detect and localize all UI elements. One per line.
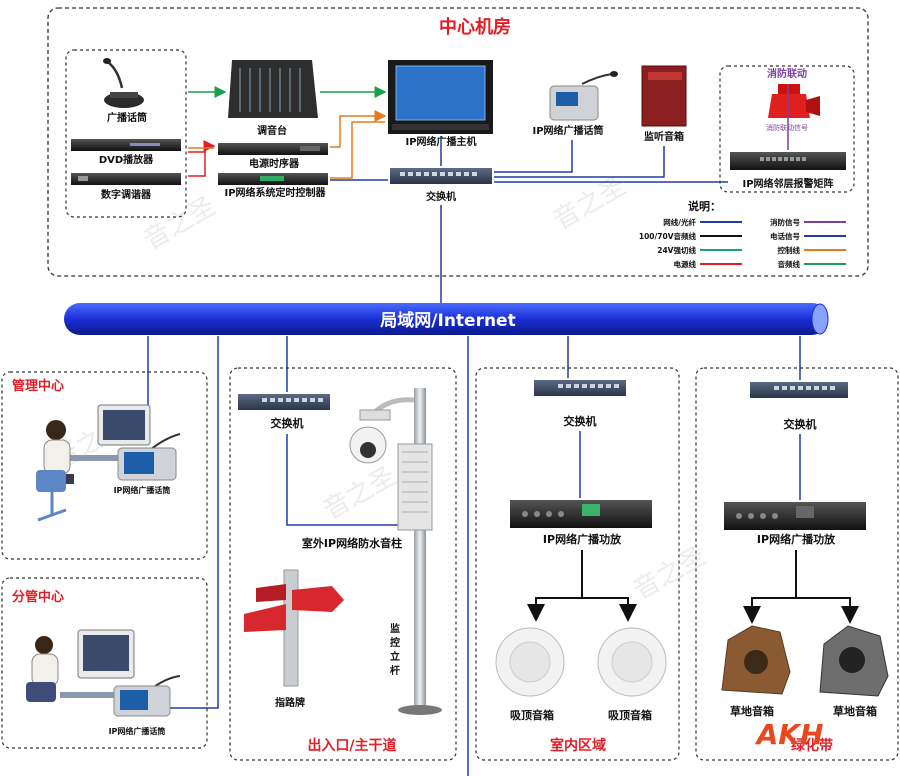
gooseneck-mic-icon	[103, 58, 144, 108]
pole-label: 监 控 立 杆	[390, 622, 400, 677]
brand-logo: AKH	[755, 718, 824, 751]
center-connections	[188, 84, 789, 306]
signpost-icon	[244, 569, 344, 687]
branch-zone	[1, 577, 208, 749]
green-amp-icon	[724, 502, 866, 530]
alarm-matrix-label: IP网络邻层报警矩阵	[742, 177, 833, 190]
svg-text:监: 监	[390, 622, 400, 635]
watermark-text: 音之圣	[629, 541, 712, 606]
indoor-switch-label: 交换机	[564, 414, 597, 428]
green-amp-label: IP网络广播功放	[757, 532, 836, 546]
ceiling-speaker-icon	[597, 627, 667, 697]
network-bar-label: 局域网/Internet	[380, 310, 515, 331]
timer-controller-label: IP网络系统定时控制器	[224, 186, 326, 199]
ip-mic-station-icon	[549, 71, 618, 121]
timer-controller-icon	[218, 173, 328, 185]
tuner-icon	[71, 173, 181, 185]
mixer-label: 调音台	[257, 124, 287, 137]
legend-item-label: 控制线	[778, 245, 801, 255]
rock-speaker-icon	[819, 625, 889, 697]
mgmt-device-label: IP网络广播话筒	[114, 485, 171, 495]
sign-label: 指路牌	[275, 696, 305, 709]
monitor-speaker-label: 监听音箱	[644, 130, 684, 143]
dvd-label: DVD播放器	[99, 153, 154, 166]
mic-label: 广播话筒	[107, 111, 147, 124]
fire-group-zone	[719, 65, 855, 193]
entrance-switch-label: 交换机	[271, 416, 304, 430]
watermark-text: 音之圣	[549, 171, 632, 236]
svg-text:控: 控	[390, 636, 400, 649]
green-tree	[743, 550, 859, 624]
operator-icon	[36, 404, 170, 522]
watermark-text: 音之圣	[319, 461, 402, 526]
branch-title: 分管中心	[12, 589, 64, 605]
green-switch-label: 交换机	[784, 417, 817, 431]
source-group-zone	[65, 49, 187, 218]
surveillance-pole-icon	[373, 388, 442, 715]
indoor-title: 室内区域	[550, 737, 606, 754]
alarm-matrix-icon	[730, 152, 846, 170]
indoor-spk2-label: 吸顶音箱	[608, 708, 652, 722]
indoor-amp-label: IP网络广播功放	[543, 532, 622, 546]
green-spk1-label: 草地音箱	[730, 704, 774, 718]
center-switch-label: 交换机	[426, 190, 456, 203]
svg-text:杆: 杆	[390, 664, 400, 677]
center-room-title: 中心机房	[439, 16, 511, 38]
power-sequencer-label: 电源时序器	[249, 157, 300, 170]
dvd-player-icon	[71, 139, 181, 151]
indoor-tree	[527, 550, 637, 622]
legend-item-label: 电话信号	[770, 231, 800, 241]
rock-speaker-icon	[721, 625, 791, 695]
legend-title: 说明：	[688, 199, 721, 213]
entrance-zone	[229, 367, 457, 761]
broadcast-host-icon	[388, 60, 493, 134]
ceiling-speaker-icon	[495, 627, 565, 697]
fire-title: 消防联动	[767, 67, 807, 80]
network-drops	[147, 336, 801, 776]
entrance-link	[286, 434, 398, 526]
entrance-switch-icon	[238, 394, 330, 410]
center-switch-icon	[390, 168, 492, 184]
mixer-icon	[228, 60, 318, 118]
ptz-camera-icon	[349, 409, 391, 464]
legend-item-label: 100/70V音频线	[639, 231, 697, 241]
network-bar: 局域网/Internet	[64, 303, 829, 335]
fire-signal-label: 消防联动信号	[766, 123, 808, 132]
svg-text:立: 立	[390, 650, 400, 663]
ip-mic-label: IP网络广播话筒	[532, 124, 603, 137]
green-title: 绿化带	[791, 737, 833, 754]
branch-device-label: IP网络广播话筒	[109, 726, 166, 736]
entrance-title: 出入口/主干道	[307, 737, 396, 754]
management-title: 管理中心	[12, 378, 64, 394]
legend-item-label: 24V强切线	[657, 245, 696, 255]
legend-item-label: 电源线	[674, 259, 697, 269]
legend-item-label: 音频线	[778, 259, 801, 269]
indoor-amp-icon	[510, 500, 652, 528]
column-label: 室外IP网络防水音柱	[302, 536, 402, 550]
branch-mic-station-icon	[113, 675, 181, 717]
monitor-speaker-icon	[641, 65, 687, 127]
indoor-spk1-label: 吸顶音箱	[510, 708, 554, 722]
green-spk2-label: 草地音箱	[833, 704, 877, 718]
center-room-zone	[47, 7, 869, 277]
legend-item-label: 网线/光纤	[663, 217, 696, 227]
fire-alarm-icon	[768, 84, 820, 118]
mgmt-mic-station-icon	[117, 433, 181, 481]
green-zone	[695, 367, 899, 761]
green-switch-icon	[750, 382, 848, 398]
legend-item-label: 消防信号	[770, 217, 800, 227]
power-sequencer-icon	[218, 143, 328, 155]
indoor-switch-icon	[534, 380, 626, 396]
waterproof-column-icon	[397, 443, 433, 531]
tuner-label: 数字调谐器	[101, 188, 152, 201]
